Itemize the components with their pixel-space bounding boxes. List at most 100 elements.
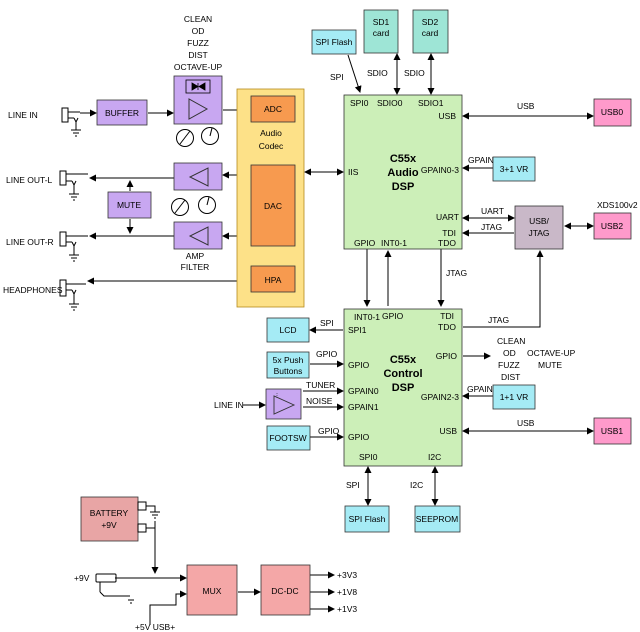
- effect-right-mute: MUTE: [538, 360, 562, 370]
- dcdc-label: DC-DC: [271, 586, 298, 596]
- effect-right-octave: OCTAVE-UP: [527, 348, 576, 358]
- adc-block: [250, 95, 296, 123]
- sig-tuner: TUNER: [306, 380, 335, 390]
- buffer-label: BUFFER: [105, 108, 139, 118]
- cpin-tdo: TDO: [438, 322, 456, 332]
- push-buttons-block: [266, 351, 310, 379]
- sd1-label-2: card: [373, 28, 390, 38]
- effect-top-dist: DIST: [188, 50, 207, 60]
- usb-jtag-label-2: JTAG: [528, 228, 549, 238]
- volume-pot-icon: [171, 198, 189, 216]
- line-out-r-jack-icon: [59, 231, 88, 262]
- cpin-gpio-right: GPIO: [436, 351, 458, 361]
- effect-top-clean: CLEAN: [184, 14, 212, 24]
- hpa-label: HPA: [265, 275, 282, 285]
- usb1-block: [593, 417, 632, 445]
- footsw-block: [266, 425, 311, 451]
- cpin-usb: USB: [440, 426, 458, 436]
- amp-l-icon: [188, 167, 209, 187]
- rail-3v3: +3V3: [337, 570, 357, 580]
- cpin-tdi: TDI: [440, 311, 454, 321]
- lcd-block: [266, 317, 310, 343]
- cpin-gpain23: GPAIN2-3: [421, 392, 459, 402]
- usb0-block: [593, 98, 632, 127]
- sig-jtag-mid: JTAG: [446, 268, 467, 278]
- cpin-gpain0: GPAIN0: [348, 386, 379, 396]
- headphones-label: HEADPHONES: [3, 285, 63, 295]
- spi-flash-top-label: SPI Flash: [316, 37, 353, 47]
- amp-r-block: [173, 221, 223, 250]
- audio-dsp-title-1: C55x: [390, 153, 417, 165]
- effect-right-clean: CLEAN: [497, 336, 525, 346]
- sig-sdio-right: SDIO: [404, 68, 425, 78]
- cpin-gpio-left: GPIO: [348, 360, 370, 370]
- audio-dsp-block: [343, 94, 463, 250]
- sig-spi-lcd: SPI: [320, 318, 334, 328]
- effect-top-fuzz: FUZZ: [187, 38, 209, 48]
- pin-gpain: GPAIN0-3: [421, 165, 459, 175]
- sig-gpain-top: GPAIN: [468, 155, 494, 165]
- vr31-block: [492, 156, 536, 182]
- usb1-label: USB1: [601, 426, 623, 436]
- codec-label-line1: Audio: [260, 128, 282, 138]
- vr31-label: 3+1 VR: [500, 164, 529, 174]
- sd1-card: [363, 9, 399, 54]
- effect-right-fuzz: FUZZ: [498, 360, 520, 370]
- sig-usb-bottom: USB: [517, 418, 535, 428]
- cpin-i2c: I2C: [428, 452, 441, 462]
- cpin-gpio-bottom: GPIO: [348, 432, 370, 442]
- usb2-label: USB2: [601, 221, 623, 231]
- pin-uart: UART: [436, 212, 459, 222]
- effect-amp-icon: [188, 98, 209, 120]
- buffer-block: [96, 99, 148, 126]
- vr11-label: 1+1 VR: [500, 392, 529, 402]
- usb-jtag-label-1: USB/: [529, 216, 549, 226]
- effect-right-dist: DIST: [501, 372, 520, 382]
- sd2-card: [412, 9, 449, 54]
- sig-usb-top: USB: [517, 101, 535, 111]
- vr11-block: [492, 384, 536, 410]
- sig-gpio-footsw: GPIO: [318, 426, 340, 436]
- line-in-jack-icon: [61, 107, 81, 137]
- plus9v-label: +9V: [74, 573, 90, 583]
- audio-dsp-title-2: Audio: [387, 167, 418, 179]
- battery-label-1: BATTERY: [90, 508, 129, 518]
- audio-dsp: C55x Audio DSP SPI0 SDIO0 SDIO1 USB IIS …: [343, 94, 463, 250]
- tone-pot-icon: [201, 127, 219, 145]
- tuner-amp-icon: [273, 395, 296, 415]
- sig-spi-top: SPI: [330, 72, 344, 82]
- line-in-label: LINE IN: [8, 110, 38, 120]
- seeprom-label: SEEPROM: [416, 514, 459, 524]
- usb5v-label: +5V USB+: [135, 622, 175, 632]
- cpin-gpain1: GPAIN1: [348, 402, 379, 412]
- dcdc-block: [260, 564, 311, 616]
- sig-xds: XDS100v2: [597, 200, 638, 210]
- amp-filter-label-1: AMP: [186, 251, 205, 261]
- dc-jack-icon: [95, 573, 134, 604]
- control-dsp: C55x Control DSP INT0-1 GPIO TDI TDO SPI…: [343, 308, 463, 467]
- battery-block: [80, 496, 139, 542]
- diode-bridge-icon: [185, 79, 211, 94]
- dac-block: [250, 164, 296, 247]
- sig-noise: NOISE: [306, 396, 333, 406]
- footsw-label: FOOTSW: [269, 433, 306, 443]
- sig-i2c: I2C: [410, 480, 423, 490]
- sd2-label-2: card: [422, 28, 439, 38]
- battery-label-2: +9V: [101, 520, 117, 530]
- tuner-amp-block: [265, 388, 302, 420]
- lcd-label: LCD: [279, 325, 296, 335]
- dac-label: DAC: [264, 201, 282, 211]
- rail-1v8: +1V8: [337, 587, 357, 597]
- sig-spi-bottom: SPI: [346, 480, 360, 490]
- cpin-spi1: SPI1: [348, 325, 367, 335]
- pin-sdio1: SDIO1: [418, 98, 444, 108]
- audio-dsp-title-3: DSP: [392, 181, 415, 193]
- mute-block: [107, 191, 152, 219]
- mux-label: MUX: [203, 586, 222, 596]
- pin-tdo: TDO: [438, 238, 456, 248]
- line-out-l-label: LINE OUT-L: [6, 175, 53, 185]
- amp-r-icon: [188, 226, 209, 246]
- filter-pot-icon: [198, 196, 216, 214]
- sig-jtag-left: JTAG: [481, 222, 502, 232]
